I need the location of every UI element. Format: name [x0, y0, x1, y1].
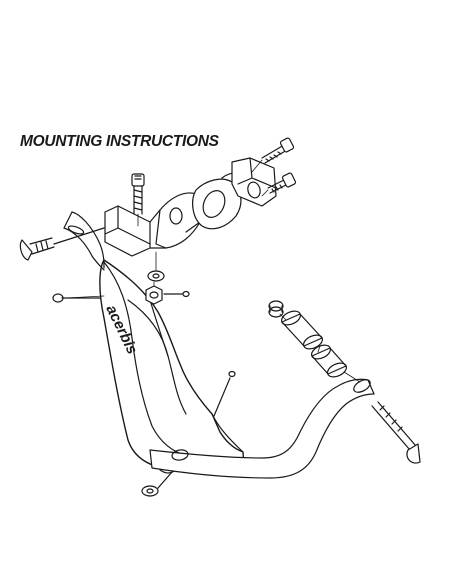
- assembly-guide-lines: [65, 159, 361, 383]
- washer-right-top: [268, 300, 284, 318]
- nut-clamp: [145, 285, 163, 305]
- bolt-upper-right-2: [267, 172, 297, 194]
- bolt-right-long: [371, 401, 421, 464]
- bolt-left-long: [19, 227, 105, 261]
- washer-bottom: [141, 471, 173, 497]
- washer-clamp: [147, 270, 165, 282]
- clamp-body: [104, 192, 201, 257]
- clamp-cap: [231, 157, 277, 207]
- handguard-shell: [99, 259, 245, 474]
- screw-small-right: [213, 370, 236, 417]
- screw-small-center: [163, 290, 190, 298]
- page-title: MOUNTING INSTRUCTIONS: [20, 133, 219, 150]
- bolt-vertical-clamp: [131, 173, 145, 215]
- screw-small-left: [52, 293, 101, 303]
- spacer-right: [280, 310, 324, 350]
- bolt-upper-right-1: [261, 137, 295, 164]
- clamp-sleeve: [192, 172, 251, 230]
- bushing-right: [310, 344, 348, 378]
